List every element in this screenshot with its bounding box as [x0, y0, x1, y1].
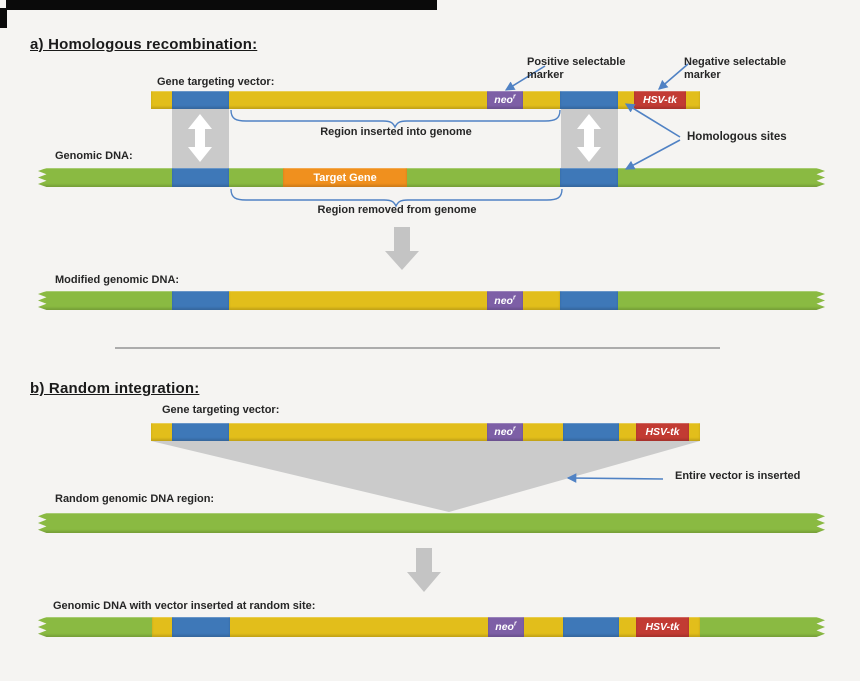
neo-marker-box-b: neor	[487, 423, 523, 441]
dna-break-left-icon	[38, 617, 47, 637]
neo-marker-box-modified: neor	[487, 291, 523, 310]
modified-homology-left	[172, 291, 229, 310]
homologous-sites-arrow-bottom	[624, 139, 681, 170]
random-genomic-label: Random genomic DNA region:	[55, 493, 215, 505]
dna-break-left-icon	[38, 168, 47, 187]
hsvtk-marker-label-result: HSV-tk	[645, 621, 680, 633]
dna-break-left-icon	[38, 513, 47, 533]
vector-label-b: Gene targeting vector:	[162, 404, 280, 416]
genomic-homology-left-a	[172, 168, 229, 187]
homologous-sites-label: Homologous sites	[687, 131, 787, 143]
hsvtk-marker-box-b: HSV-tk	[636, 423, 689, 441]
section-b-title: b) Random integration:	[30, 380, 200, 397]
homology-arm-right-a	[560, 91, 618, 109]
hsvtk-marker-label-a: HSV-tk	[642, 94, 678, 106]
dna-break-right-icon	[816, 168, 825, 187]
entire-vector-label: Entire vector is inserted	[675, 470, 801, 482]
modified-vector-yellow	[229, 291, 560, 310]
hsvtk-marker-box-a: HSV-tk	[634, 91, 686, 109]
dna-break-left-icon	[38, 291, 47, 310]
inserted-homology-right	[563, 617, 619, 637]
negative-marker-label: Negative selectable marker	[684, 56, 787, 81]
homology-arm-right-b	[563, 423, 619, 441]
region-inserted-label: Region inserted into genome	[320, 126, 472, 138]
modified-genomic-dna-label: Modified genomic DNA:	[55, 274, 180, 286]
neo-marker-box-a: neor	[487, 91, 523, 109]
random-insertion-result-bar: neor HSV-tk	[38, 617, 825, 637]
neo-marker-label-b: neor	[494, 425, 516, 439]
genomic-dna-bar-a: Target Gene	[38, 168, 825, 187]
section-divider	[115, 347, 720, 349]
hsvtk-marker-box-result: HSV-tk	[636, 617, 689, 637]
homology-arm-left-b	[172, 423, 229, 441]
dna-break-right-icon	[816, 617, 825, 637]
positive-marker-label: Positive selectable marker	[527, 56, 626, 81]
result-label: Genomic DNA with vector inserted at rand…	[53, 600, 316, 612]
hsvtk-marker-label-b: HSV-tk	[645, 426, 680, 438]
modified-homology-right	[560, 291, 618, 310]
inserted-homology-left	[172, 617, 230, 637]
flow-down-arrow-b-icon	[407, 548, 441, 592]
homology-arm-left-a	[172, 91, 229, 109]
insertion-funnel-shape	[151, 441, 700, 512]
entire-vector-arrow	[566, 473, 664, 483]
top-black-artifact-bar	[6, 0, 437, 10]
genomic-homology-right-a	[560, 168, 618, 187]
vector-label-a: Gene targeting vector:	[157, 76, 275, 88]
dna-break-right-icon	[816, 291, 825, 310]
target-gene-label: Target Gene	[313, 171, 377, 184]
dna-break-right-icon	[816, 513, 825, 533]
homology-exchange-band-left	[172, 108, 229, 168]
left-black-artifact-bar	[0, 8, 7, 28]
gene-targeting-vector-bar-b: neor HSV-tk	[151, 423, 700, 441]
target-gene-box: Target Gene	[283, 168, 407, 187]
section-a-title: a) Homologous recombination:	[30, 36, 258, 53]
neo-marker-label-a: neor	[494, 93, 516, 107]
region-inserted-brace	[230, 109, 561, 129]
gene-targeting-vector-bar-a: neor HSV-tk	[151, 91, 700, 109]
neo-marker-label-modified: neor	[494, 294, 516, 307]
modified-genomic-dna-bar: neor	[38, 291, 825, 310]
neo-marker-label-result: neor	[495, 620, 517, 634]
homology-exchange-band-right	[561, 108, 618, 168]
region-removed-label: Region removed from genome	[317, 204, 477, 216]
random-genomic-dna-bar	[38, 513, 825, 533]
genomic-dna-label: Genomic DNA:	[55, 150, 133, 162]
neo-marker-box-result: neor	[488, 617, 524, 637]
flow-down-arrow-a-icon	[385, 227, 419, 270]
